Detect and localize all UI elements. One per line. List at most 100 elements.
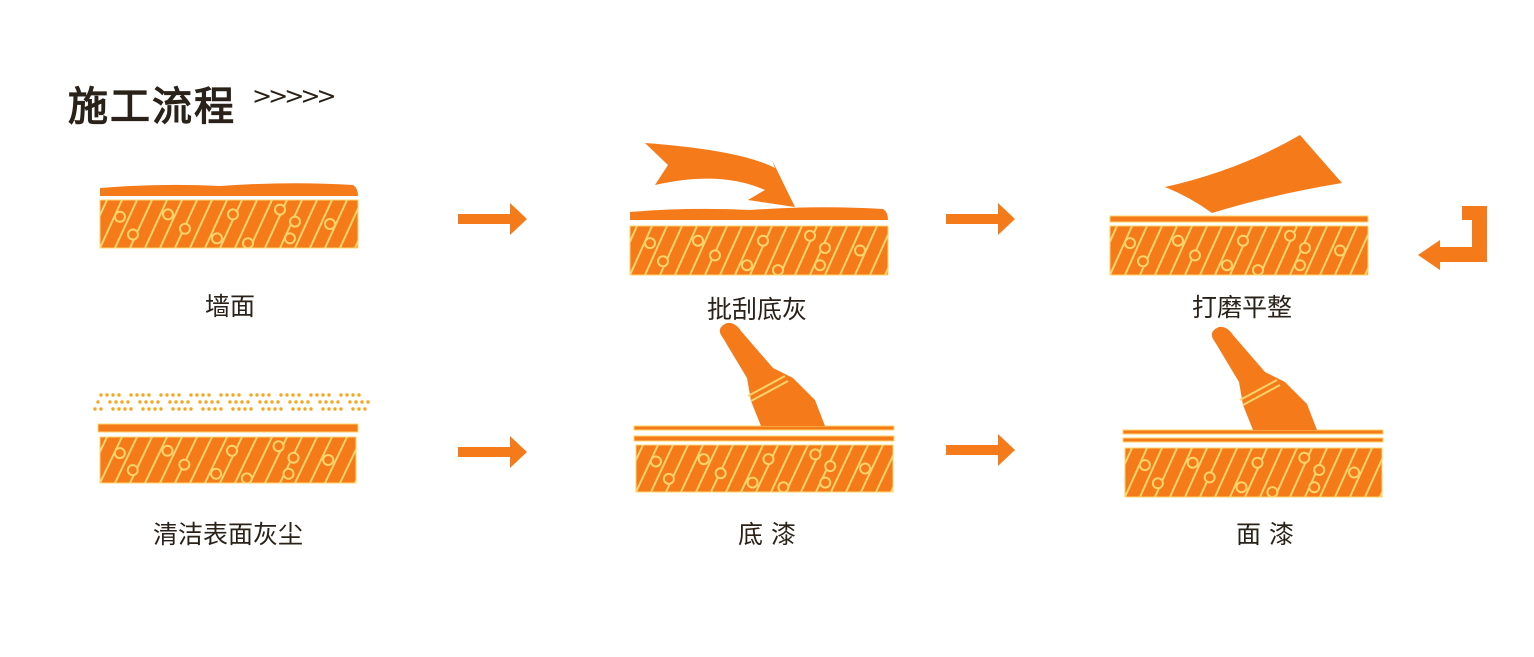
wall-pore: [282, 467, 295, 480]
dust-dot: [207, 407, 211, 411]
dust-dot: [324, 400, 328, 404]
wall-pore: [211, 232, 223, 245]
wall-stripe: [1319, 226, 1343, 275]
dust-dot: [336, 400, 340, 404]
dust-dot: [156, 400, 160, 404]
wall-pore: [322, 454, 335, 466]
wall-pore: [757, 234, 769, 247]
dust-dot: [111, 393, 115, 397]
wall-pore: [127, 228, 139, 241]
dust-dot: [306, 400, 310, 404]
wall-pore: [1189, 249, 1201, 262]
wall-pore: [225, 444, 238, 457]
wall-pore: [178, 458, 191, 471]
wall-pore: [714, 467, 727, 480]
wall-stripe: [890, 485, 893, 492]
wall-pore: [1284, 229, 1296, 242]
wall-block: [600, 225, 937, 276]
dust-dot: [300, 400, 304, 404]
brush-band: [1242, 384, 1281, 406]
wall-pore: [1299, 242, 1311, 255]
wall-stripe: [740, 445, 764, 492]
topcoat-layer: [1122, 429, 1384, 435]
wall-stripe: [1319, 448, 1343, 497]
wall-stripe: [234, 437, 258, 483]
dust-dot: [183, 407, 187, 411]
wall-pore: [1137, 255, 1149, 268]
wall-pore: [272, 440, 285, 453]
dust-dot: [309, 393, 313, 397]
dust-dot: [240, 400, 244, 404]
dust-dot: [96, 400, 100, 404]
step-label-cleaning: 清洁表面灰尘: [152, 520, 304, 549]
dust-dot: [231, 393, 235, 397]
wall-stripe: [324, 437, 348, 483]
wall-stripe: [1110, 226, 1118, 245]
wall-pore: [162, 208, 174, 221]
wall-block: [635, 444, 928, 493]
dust-dot: [219, 393, 223, 397]
wall-stripe: [159, 200, 183, 248]
brush-body: [719, 322, 825, 426]
wall-stripe: [294, 200, 318, 248]
surface-layer: [97, 423, 359, 433]
wall-pore: [284, 232, 296, 245]
page-title: 施工流程: [68, 84, 236, 130]
step-label-primer: 底 漆: [738, 520, 796, 549]
dust-dot: [198, 400, 202, 404]
wall-pore: [819, 476, 832, 489]
wall-stripe: [1410, 448, 1432, 497]
wall-stripe: [906, 445, 928, 492]
wall-stripe: [719, 226, 743, 275]
wall-stripe: [830, 445, 854, 492]
wall-stripe: [1334, 448, 1358, 497]
wall-stripe: [695, 445, 719, 492]
dust-dot: [237, 393, 241, 397]
wall-pore: [126, 464, 139, 477]
wall-pore: [161, 444, 174, 457]
dust-dot: [279, 407, 283, 411]
wall-pore: [709, 249, 721, 262]
wall-stripe: [600, 226, 622, 275]
wall-pore: [1172, 234, 1184, 247]
wall-stripe: [1199, 226, 1223, 275]
step-label-putty: 批刮底灰: [706, 295, 808, 324]
wall-stripe: [354, 478, 356, 483]
dust-dot: [147, 407, 151, 411]
dust-dot: [168, 400, 172, 404]
wall-stripe: [294, 437, 318, 483]
dust-dot: [333, 407, 337, 411]
next-step-arrow-icon: [458, 436, 527, 468]
dust-dot: [363, 407, 367, 411]
wall-stripe: [144, 200, 168, 248]
wall-block: [70, 199, 407, 249]
dust-dot: [177, 393, 181, 397]
wall-stripe: [1229, 226, 1253, 275]
wall-stripe: [785, 445, 809, 492]
wall-pore: [240, 472, 253, 483]
putty-coat: [630, 207, 888, 220]
wall-pore: [657, 255, 669, 268]
dust-dot: [99, 393, 103, 397]
dust-dot: [297, 393, 301, 397]
wall-pore: [772, 264, 784, 275]
dust-dot: [285, 393, 289, 397]
dust-dot: [357, 393, 361, 397]
wall-stripe: [219, 200, 243, 248]
wall-stripe: [144, 437, 168, 483]
dust-dot: [234, 400, 238, 404]
wall-stripe: [385, 200, 407, 248]
dust-dot: [243, 407, 247, 411]
wall-stripe: [70, 200, 92, 248]
wall-body: [1124, 447, 1383, 498]
dust-dot: [228, 400, 232, 404]
wall-stripe: [1244, 448, 1268, 497]
dust-dot: [111, 407, 115, 411]
dust-dot: [321, 393, 325, 397]
wall-stripe: [915, 226, 937, 275]
wall-stripe: [204, 200, 228, 248]
dust-dot: [189, 393, 193, 397]
wall-stripe: [1395, 448, 1417, 497]
dust-dot: [123, 407, 127, 411]
dust-dot: [288, 400, 292, 404]
